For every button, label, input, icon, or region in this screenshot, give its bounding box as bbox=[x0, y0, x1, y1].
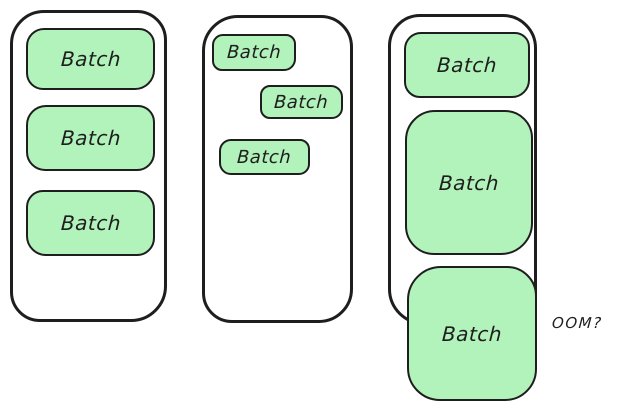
batch-box-overflowing: Batch bbox=[407, 266, 537, 401]
batch-box: Batch bbox=[26, 28, 155, 90]
batch-label: Batch bbox=[59, 211, 122, 235]
batch-label: Batch bbox=[236, 146, 293, 168]
memory-container-uniform: Batch Batch Batch bbox=[10, 10, 167, 322]
batch-box: Batch bbox=[26, 105, 155, 171]
batch-label: Batch bbox=[226, 42, 282, 63]
memory-container-growing: Batch Batch Batch bbox=[388, 14, 537, 401]
batch-label: Batch bbox=[273, 91, 330, 113]
batch-label: Batch bbox=[441, 321, 503, 346]
batch-box: Batch bbox=[404, 32, 530, 98]
batch-box: Batch bbox=[260, 85, 343, 119]
batch-label: Batch bbox=[59, 47, 122, 71]
batch-box: Batch bbox=[219, 139, 310, 175]
batch-label: Batch bbox=[436, 53, 498, 77]
batch-label: Batch bbox=[438, 170, 500, 195]
oom-annotation: OOM? bbox=[551, 314, 604, 332]
batch-box: Batch bbox=[405, 110, 533, 255]
batch-box: Batch bbox=[26, 190, 155, 256]
batch-label: Batch bbox=[59, 126, 122, 150]
batch-box: Batch bbox=[212, 34, 296, 71]
memory-container-staggered: Batch Batch Batch bbox=[202, 15, 353, 323]
